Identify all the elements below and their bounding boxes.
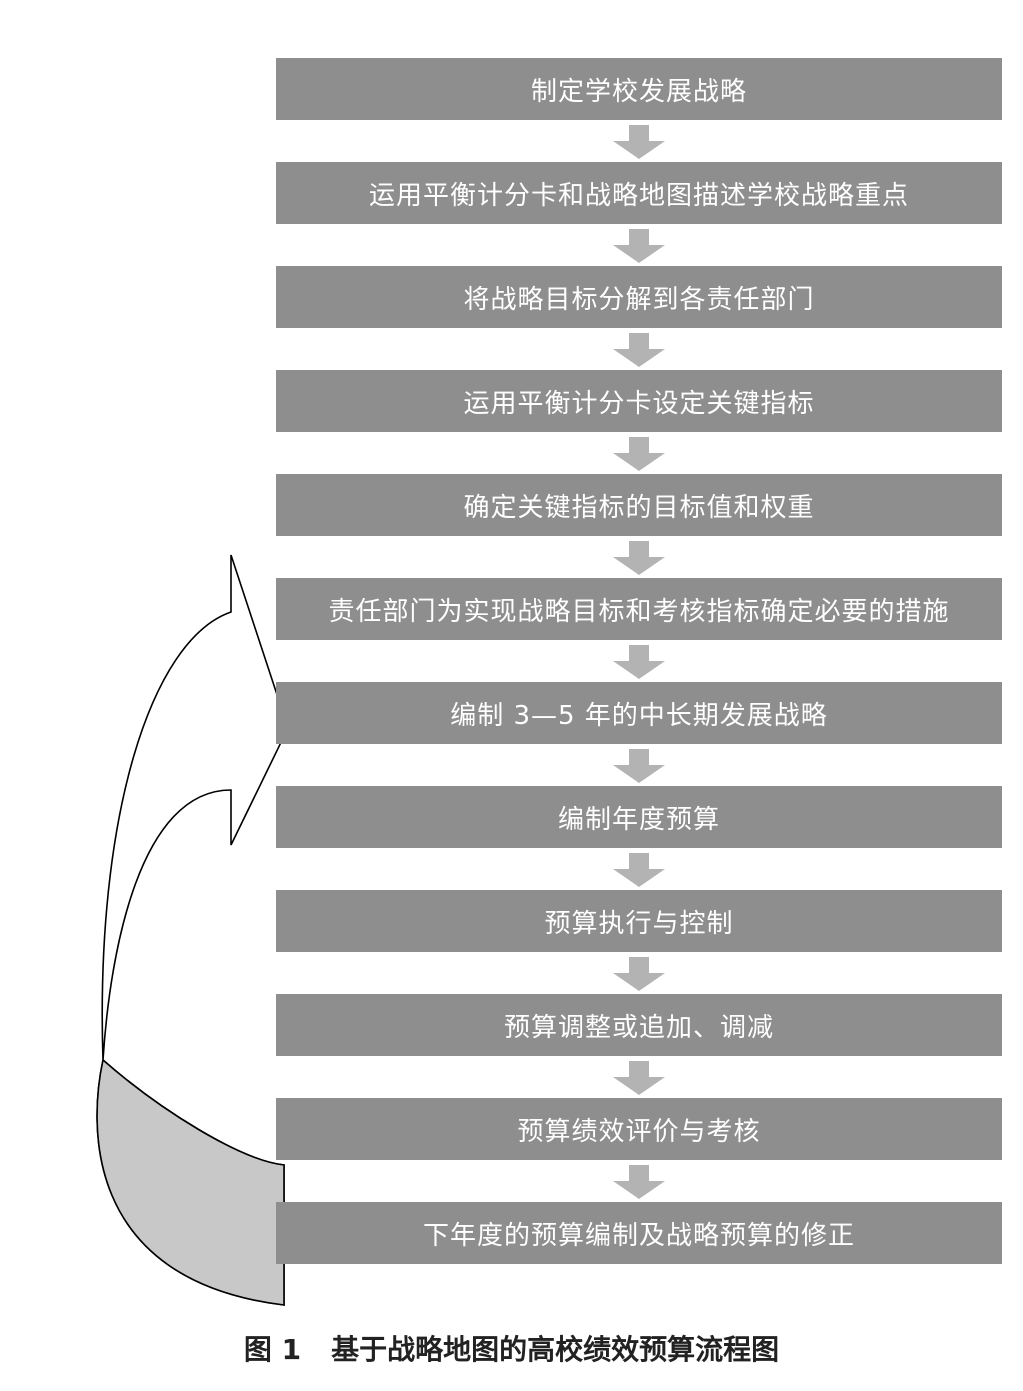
- step-label: 运用平衡计分卡设定关键指标: [463, 388, 815, 419]
- down-arrow-icon: [613, 1061, 665, 1095]
- step-box-5: 确定关键指标的目标值和权重: [276, 474, 1002, 536]
- down-arrow-icon: [613, 749, 665, 783]
- step-box-11: 预算绩效评价与考核: [276, 1098, 1002, 1160]
- down-arrow-icon: [613, 125, 665, 159]
- down-arrow-icon: [613, 1165, 665, 1199]
- step-label: 下年度的预算编制及战略预算的修正: [422, 1220, 855, 1251]
- step-box-3: 将战略目标分解到各责任部门: [276, 266, 1002, 328]
- step-label: 编制 3—5 年的中长期发展战略: [450, 700, 828, 731]
- down-arrow-icon: [613, 333, 665, 367]
- step-box-12: 下年度的预算编制及战略预算的修正: [276, 1202, 1002, 1264]
- feedback-loop-base: [96, 1058, 285, 1306]
- step-box-2: 运用平衡计分卡和战略地图描述学校战略重点: [276, 162, 1002, 224]
- step-label: 确定关键指标的目标值和权重: [463, 492, 815, 523]
- step-box-1: 制定学校发展战略: [276, 58, 1002, 120]
- step-label: 将战略目标分解到各责任部门: [463, 284, 815, 315]
- step-box-9: 预算执行与控制: [276, 890, 1002, 952]
- step-label: 运用平衡计分卡和战略地图描述学校战略重点: [368, 180, 909, 211]
- down-arrow-icon: [613, 229, 665, 263]
- figure-caption: 图 1 基于战略地图的高校绩效预算流程图: [0, 1328, 1023, 1368]
- down-arrow-icon: [613, 645, 665, 679]
- step-label: 预算绩效评价与考核: [517, 1116, 761, 1147]
- step-label: 预算调整或追加、调减: [503, 1012, 774, 1043]
- step-label: 责任部门为实现战略目标和考核指标确定必要的措施: [328, 596, 950, 627]
- down-arrow-icon: [613, 957, 665, 991]
- step-label: 编制年度预算: [557, 804, 720, 835]
- step-box-6: 责任部门为实现战略目标和考核指标确定必要的措施: [276, 578, 1002, 640]
- step-box-4: 运用平衡计分卡设定关键指标: [276, 370, 1002, 432]
- step-box-10: 预算调整或追加、调减: [276, 994, 1002, 1056]
- figure-title: 基于战略地图的高校绩效预算流程图: [331, 1333, 780, 1366]
- down-arrow-icon: [613, 541, 665, 575]
- down-arrow-icon: [613, 853, 665, 887]
- step-label: 制定学校发展战略: [530, 76, 747, 107]
- step-box-8: 编制年度预算: [276, 786, 1002, 848]
- step-label: 预算执行与控制: [544, 908, 734, 939]
- figure-number: 图 1: [243, 1333, 302, 1366]
- step-box-7: 编制 3—5 年的中长期发展战略: [276, 682, 1002, 744]
- down-arrow-icon: [613, 437, 665, 471]
